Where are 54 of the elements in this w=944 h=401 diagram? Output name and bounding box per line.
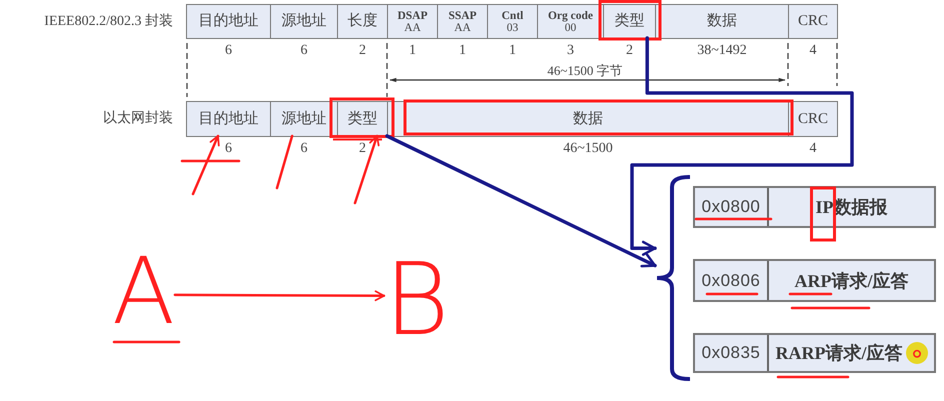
row-heading: IEEE802.2/802.3 封装	[44, 14, 173, 30]
field-name: 数据	[573, 110, 603, 128]
field-name: DSAP	[397, 10, 428, 22]
field-name: SSAP	[448, 10, 477, 22]
field-length: 4	[810, 141, 816, 157]
arrow	[385, 134, 657, 268]
type-row	[693, 333, 936, 373]
field-length: 1	[459, 43, 466, 59]
field-value: 03	[506, 22, 518, 34]
type-code: 0x0835	[695, 335, 769, 371]
type-row	[693, 259, 936, 302]
field-name: Cntl	[502, 10, 524, 22]
arrow	[192, 134, 220, 196]
field-value: AA	[454, 22, 471, 34]
arrow	[174, 290, 386, 302]
bracket	[655, 175, 690, 381]
dimension-label: 46~1500 字节	[547, 63, 623, 78]
field-length: 6	[225, 141, 232, 157]
handwritten-letter: B	[384, 262, 450, 337]
field-length: 4	[810, 43, 816, 59]
field-length: 3	[567, 43, 574, 59]
field-length: 2	[359, 141, 366, 157]
field-name: 目的地址	[198, 13, 258, 30]
field-length: 38~1492	[697, 43, 747, 59]
field-name: 类型	[614, 13, 644, 30]
field-length: 46~1500	[563, 141, 613, 157]
field-name: 数据	[707, 13, 737, 30]
field-value: 00	[564, 22, 576, 34]
field-name: 类型	[348, 110, 378, 128]
field-length: 6	[300, 43, 308, 59]
arrow	[354, 134, 380, 204]
field-name: 源地址	[282, 110, 326, 128]
field-value: AA	[404, 22, 421, 34]
field-length: 2	[359, 43, 366, 59]
field-name: CRC	[798, 110, 828, 128]
handwritten-letter: A	[112, 257, 175, 326]
connector-line	[276, 134, 294, 190]
protocol-name: ARP请求/应答	[794, 270, 908, 292]
protocol-name: RARP请求/应答	[776, 342, 902, 365]
field-length: 6	[225, 43, 232, 59]
field-name: CRC	[798, 13, 828, 30]
field-name: 目的地址	[198, 110, 258, 128]
type-code: 0x0800	[695, 188, 769, 226]
arrow	[630, 36, 854, 256]
type-code: 0x0806	[695, 261, 769, 300]
type-row	[693, 186, 936, 228]
field-length: 1	[509, 43, 516, 59]
field-name: Org code	[548, 10, 594, 22]
field-name: 源地址	[282, 13, 326, 30]
field-length: 6	[300, 141, 308, 157]
field-name: 长度	[348, 13, 378, 30]
row-heading: 以太网封装	[103, 111, 173, 127]
field-length: 2	[626, 43, 633, 59]
field-length: 1	[409, 43, 416, 59]
